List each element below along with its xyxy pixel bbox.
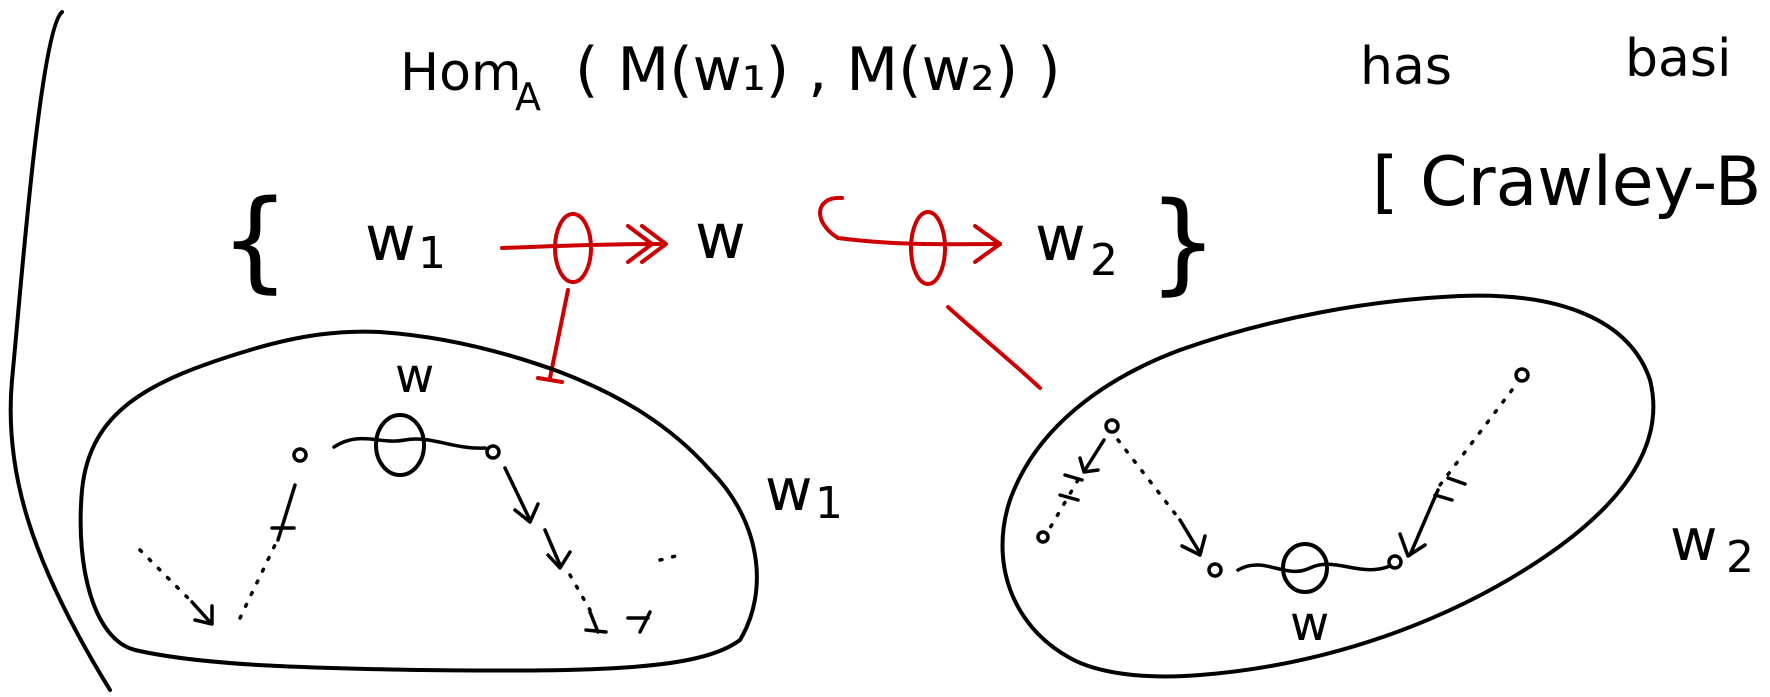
left-blob-arrow-right-3 xyxy=(584,610,608,634)
right-blob-vertex-bottom-right xyxy=(1387,554,1403,570)
right-blob-ticks-left xyxy=(1058,473,1084,502)
left-blob-side-label-subscript: 1 xyxy=(815,478,843,529)
left-blob-top-label: w xyxy=(395,348,434,404)
right-blob-vertex-top-left xyxy=(1104,418,1120,434)
right-blob-wavy-edge xyxy=(1236,562,1392,574)
left-blob-vertex-left xyxy=(292,447,308,463)
left-blob-arrow-left xyxy=(190,600,214,626)
set-open-brace: { xyxy=(220,176,290,304)
right-blob-side-label-subscript: 2 xyxy=(1726,532,1754,583)
left-blob-wavy-edge xyxy=(332,436,487,450)
left-blob-dots-right-outer xyxy=(658,553,682,562)
left-blob-tick-left xyxy=(270,483,297,542)
title-hom: Hom xyxy=(400,43,522,103)
margin-line xyxy=(8,10,112,692)
title-hom-arguments: ( M(w₁) , M(w₂) ) xyxy=(575,35,1061,105)
red-pointer-to-right-blob xyxy=(946,305,1042,390)
set-element-w: w xyxy=(695,200,746,273)
left-blob-theta xyxy=(374,413,426,477)
right-blob-vertex-top-right xyxy=(1514,367,1530,383)
right-blob-arrow-diag-right xyxy=(1398,488,1440,558)
left-blob-dots-left-outer xyxy=(138,548,192,602)
right-blob-ticks-right xyxy=(1433,476,1467,502)
right-blob-vertex-left-low xyxy=(1036,530,1050,544)
set-element-w1-subscript: 1 xyxy=(418,228,446,279)
right-blob-theta xyxy=(1281,542,1329,594)
red-theta-left xyxy=(553,212,593,284)
title-basis: basi xyxy=(1625,29,1731,89)
set-element-w1: w xyxy=(365,202,416,275)
right-blob-bottom-label: w xyxy=(1290,596,1329,652)
set-close-brace: } xyxy=(1148,178,1218,306)
right-blob-arrow-small-left xyxy=(1078,438,1106,474)
right-blob-side-label: w xyxy=(1670,506,1717,574)
left-blob-side-label: w xyxy=(765,456,812,524)
left-blob-dots-left-inner xyxy=(238,543,277,620)
red-surjection-arrow xyxy=(500,224,668,264)
set-element-w2-subscript: 2 xyxy=(1090,235,1118,286)
red-pointer-to-left-blob xyxy=(536,288,570,384)
left-blob-vertex-right xyxy=(485,444,501,460)
left-blob-outline xyxy=(78,329,759,673)
right-blob-dots-left-edge xyxy=(1048,478,1080,530)
right-blob-outline xyxy=(1000,293,1656,679)
left-blob-arrow-right-2 xyxy=(543,528,572,570)
right-blob-dots-diag-left xyxy=(1116,438,1182,522)
left-blob-tick-right xyxy=(626,610,652,634)
right-blob-arrow-diag-left xyxy=(1178,518,1207,557)
right-blob-vertex-bottom-left xyxy=(1207,562,1223,578)
title-hom-subscript: A xyxy=(515,75,541,119)
left-blob-arrow-right-1 xyxy=(503,466,540,524)
right-blob-dots-diag-right xyxy=(1438,388,1514,487)
red-theta-right xyxy=(909,210,947,286)
red-injection-arrow xyxy=(818,195,1002,264)
title-has: has xyxy=(1360,37,1452,97)
citation-text: [ Crawley-B xyxy=(1372,143,1761,222)
left-blob-dots-right xyxy=(568,573,592,612)
set-element-w2: w xyxy=(1035,202,1086,275)
